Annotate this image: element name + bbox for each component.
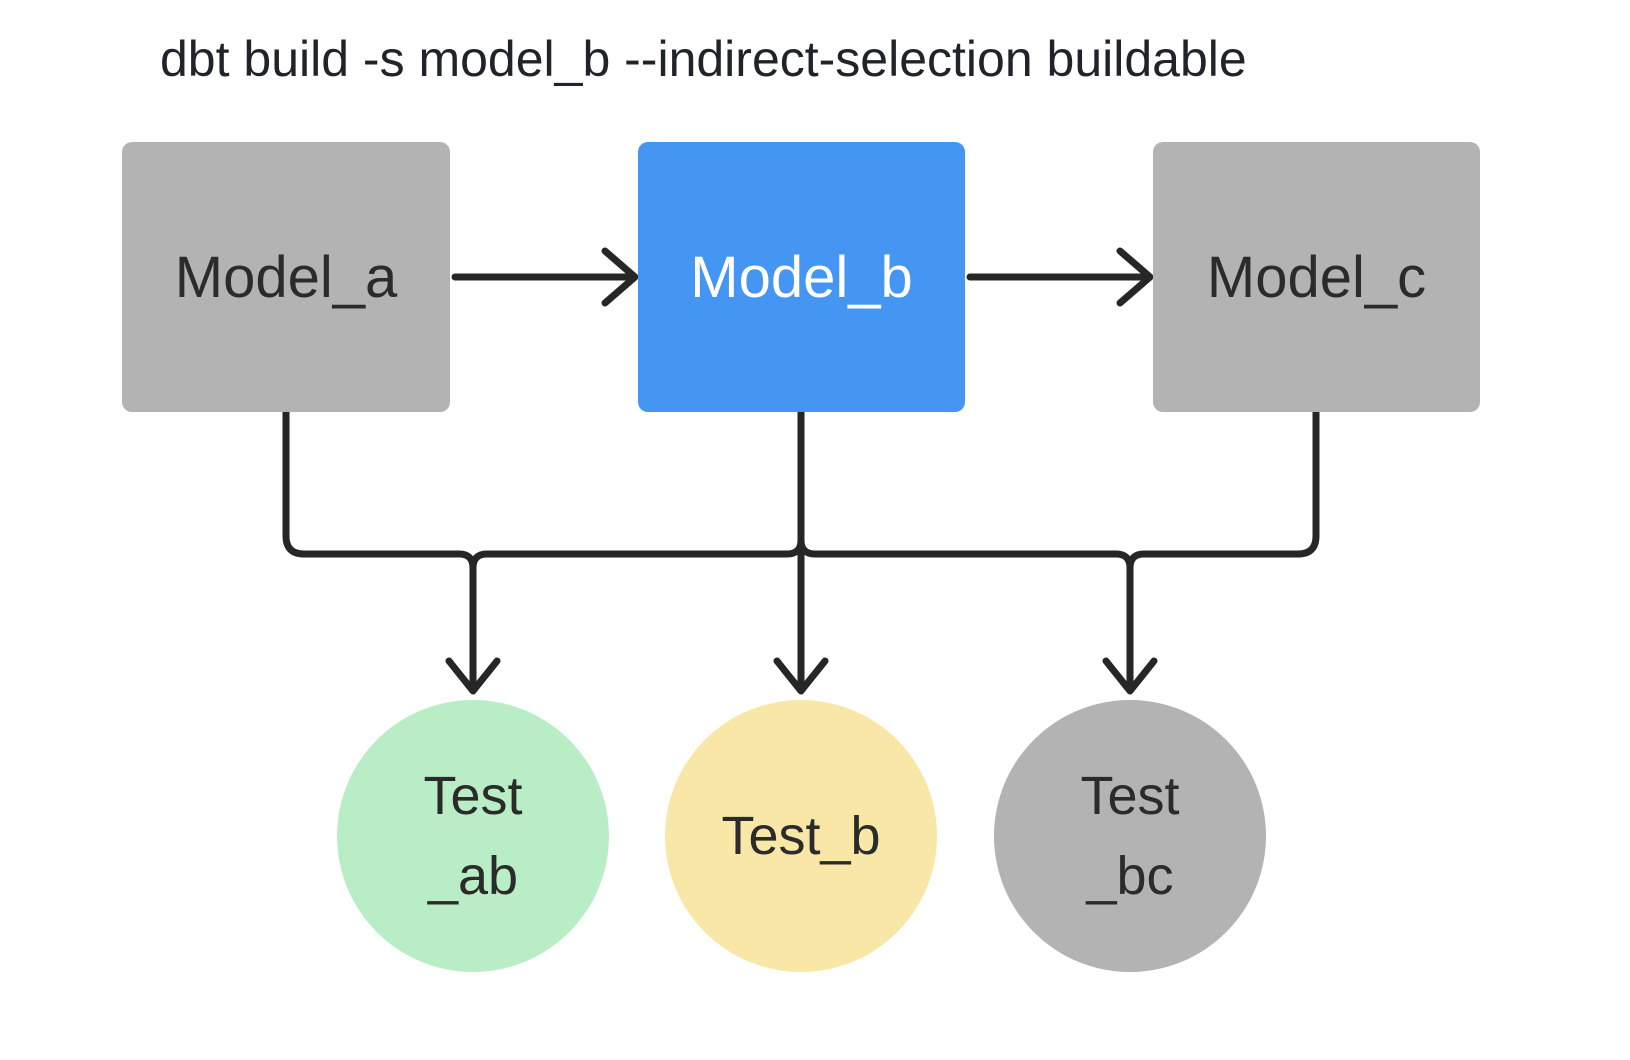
node-test-b: Test_b [665, 700, 937, 972]
edge-model-b-to-model-c-arrow [966, 247, 1154, 307]
edge-model-b-to-test-ab [469, 536, 805, 572]
diagram-title: dbt build -s model_b --indirect-selectio… [160, 31, 1247, 87]
node-test-bc-label-line1: Test [1080, 766, 1180, 826]
node-model-b: Model_b [638, 142, 965, 412]
node-model-b-label: Model_b [690, 244, 913, 310]
node-test-b-label: Test_b [721, 806, 881, 866]
node-test-ab-label-line1: Test [423, 766, 523, 826]
node-model-c: Model_c [1153, 142, 1480, 412]
edge-model-a-to-model-b-arrow [451, 247, 639, 307]
node-test-ab-label-line2: _ab [427, 846, 519, 906]
node-test-bc: Test _bc [994, 700, 1266, 972]
edge-model-b-to-test-bc [797, 536, 1158, 695]
node-test-bc-label-line2: _bc [1086, 846, 1174, 906]
node-test-ab: Test _ab [337, 700, 609, 972]
node-model-c-label: Model_c [1206, 244, 1427, 310]
node-model-a: Model_a [122, 142, 450, 412]
edge-model-c-to-test-bc [1126, 408, 1320, 572]
node-model-a-label: Model_a [174, 244, 398, 310]
edge-model-a-to-test-ab [282, 408, 501, 695]
